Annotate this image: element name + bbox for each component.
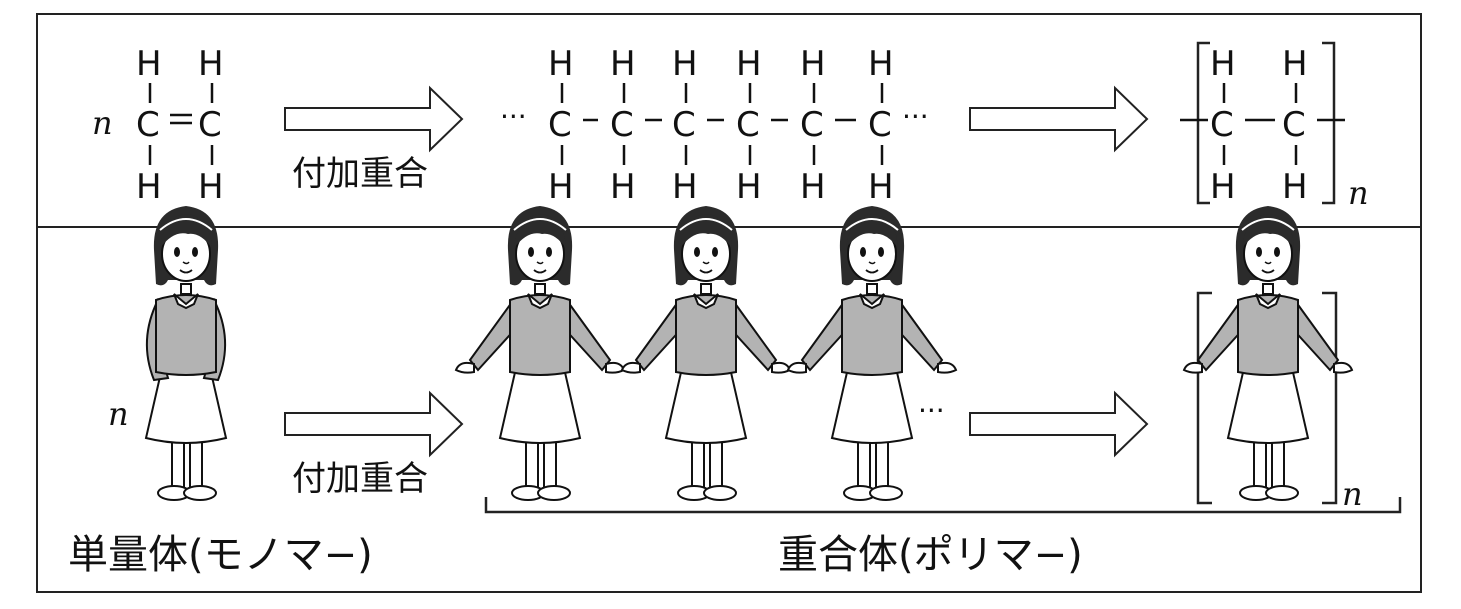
- atom-h: H: [610, 167, 636, 207]
- subscript-n-girl: n: [1342, 475, 1363, 513]
- carbon-unit: H C H: [610, 44, 662, 207]
- atom-c: C: [672, 105, 696, 145]
- left-bracket: [1196, 291, 1212, 505]
- polyethylene-chain: ··· H C H H C H H C H H C H: [500, 44, 929, 207]
- polymer-brace: [484, 497, 1402, 514]
- chain-dots-left: ···: [500, 100, 527, 133]
- carbon-unit: H C H: [800, 44, 856, 207]
- right-bracket: [1322, 291, 1338, 505]
- girls-chain: ···: [455, 205, 957, 501]
- atom-h: H: [1282, 44, 1308, 84]
- atom-h: H: [800, 167, 826, 207]
- atom-h: H: [1210, 167, 1236, 207]
- atom-h: H: [672, 167, 698, 207]
- monomer-label: 単量体(モノマ−): [68, 532, 373, 578]
- atom-c: C: [800, 105, 824, 145]
- ethylene-monomer: n H H C C H H: [92, 44, 224, 207]
- n-girl-label: n: [108, 395, 129, 433]
- atom-h: H: [800, 44, 826, 84]
- atom-h: H: [610, 44, 636, 84]
- addition-polymerization-label-bottom: 付加重合: [292, 459, 428, 499]
- atom-h: H: [672, 44, 698, 84]
- left-bracket: [1196, 41, 1210, 205]
- atom-h: H: [736, 167, 762, 207]
- atom-h: H: [868, 167, 894, 207]
- addition-arrow-bottom: [284, 390, 464, 458]
- atom-h: H: [198, 167, 224, 207]
- atom-h: H: [1210, 44, 1236, 84]
- addition-arrow-top: [284, 85, 464, 153]
- n-coefficient: n: [92, 104, 113, 142]
- atom-h: H: [548, 44, 574, 84]
- atom-h: H: [136, 167, 162, 207]
- polymer-label: 重合体(ポリマ−): [778, 532, 1083, 578]
- atom-c: C: [868, 105, 892, 145]
- arrow-to-repeat-unit-bottom: [969, 390, 1149, 458]
- atom-c: C: [198, 105, 222, 145]
- atom-h: H: [548, 167, 574, 207]
- right-bracket: [1322, 41, 1336, 205]
- repeat-unit-formula: H H C C H H n: [1180, 41, 1369, 212]
- diagram-frame: [36, 13, 1422, 593]
- atom-h: H: [136, 44, 162, 84]
- subscript-n: n: [1348, 174, 1369, 212]
- atom-c: C: [1282, 105, 1306, 145]
- carbon-unit: H C H: [868, 44, 894, 207]
- atom-c: C: [136, 105, 160, 145]
- addition-polymerization-label-top: 付加重合: [292, 154, 428, 194]
- atom-c: C: [736, 105, 760, 145]
- girl-illustration: [787, 205, 957, 501]
- girl-illustration: [621, 205, 791, 501]
- atom-c: C: [548, 105, 572, 145]
- girl-illustration: [145, 205, 227, 501]
- girls-chain-dots: ···: [918, 394, 945, 427]
- atom-h: H: [198, 44, 224, 84]
- atom-h: H: [1282, 167, 1308, 207]
- atom-h: H: [736, 44, 762, 84]
- atom-c: C: [610, 105, 634, 145]
- girl-illustration: [1183, 205, 1353, 501]
- girl-repeat-unit: n: [1183, 205, 1363, 513]
- atom-c: C: [1210, 105, 1234, 145]
- girl-monomer: [145, 205, 227, 501]
- carbon-unit: H C H: [672, 44, 724, 207]
- arrow-to-repeat-unit-top: [969, 85, 1149, 153]
- atom-h: H: [868, 44, 894, 84]
- carbon-unit: H C H: [736, 44, 788, 207]
- girl-illustration: [455, 205, 625, 501]
- chain-dots-right: ···: [902, 100, 929, 133]
- carbon-unit: H C H: [548, 44, 598, 207]
